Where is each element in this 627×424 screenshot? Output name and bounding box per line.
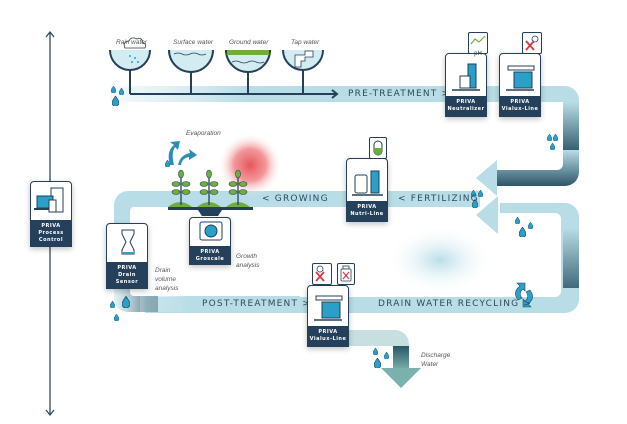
drain-volume-note: Drain volume analysis xyxy=(155,267,179,292)
rain-water-label: Rain water xyxy=(116,39,148,46)
uv-machine-icon xyxy=(506,65,535,91)
surface-water-basin xyxy=(168,49,214,94)
process-control-card[interactable]: PRIVA Process Control xyxy=(30,181,72,247)
process-control-caption: PRIVA Process Control xyxy=(31,220,71,246)
cloud-icon xyxy=(123,37,147,49)
evaporation-note: Evaporation xyxy=(186,130,221,137)
ph-label: pH xyxy=(474,51,482,57)
chemical-bottle-bubble xyxy=(337,263,355,285)
vialux-line-bottom-caption: PRIVA Vialux-Line xyxy=(308,326,348,346)
plant-icon xyxy=(226,169,250,207)
fertilizing-label: < FERTILIZING xyxy=(398,194,479,204)
ph-bubble: pH xyxy=(468,32,488,57)
tap-icon xyxy=(294,50,314,68)
growth-analysis-note: Growth analysis xyxy=(236,253,260,269)
sun-icon xyxy=(218,133,282,197)
capsule-bubble xyxy=(369,137,387,159)
nutrient-tank-icon xyxy=(352,170,383,196)
drain-sensor-card[interactable]: PRIVA Drain Sensor xyxy=(106,223,148,289)
ground-water-label: Ground water xyxy=(229,39,269,46)
pathogen-cross-icon xyxy=(525,35,539,51)
discharge-pipe xyxy=(340,330,421,388)
return-pipe-upper xyxy=(476,150,579,196)
surface-water-label: Surface water xyxy=(173,39,214,46)
neutralizer-machine-icon xyxy=(452,63,480,91)
neutralizer-card[interactable]: PRIVA Neutralizer xyxy=(445,53,487,117)
rain-water-basin xyxy=(109,37,151,94)
uv-machine-icon xyxy=(314,295,343,321)
plant-icon xyxy=(168,169,192,207)
flow-arrow-icon xyxy=(331,89,339,99)
groscale-caption: PRIVA Groscale xyxy=(190,246,230,264)
pretreatment-label: PRE-TREATMENT > xyxy=(348,89,451,99)
drain-sensor-caption: PRIVA Drain Sensor xyxy=(107,262,147,288)
posttreatment-label: POST-TREATMENT > xyxy=(202,299,311,309)
vialux-line-top-card[interactable]: PRIVA Vialux-Line xyxy=(499,53,541,117)
neutralizer-caption: PRIVA Neutralizer xyxy=(446,96,486,116)
pathogen-bubble-bottom xyxy=(312,263,332,285)
ph-graph-icon xyxy=(470,35,486,45)
recycling-label: DRAIN WATER RECYCLING > xyxy=(378,299,533,309)
blurred-recycle-shape xyxy=(385,225,495,295)
tap-water-label: Tap water xyxy=(291,39,320,46)
nutri-line-card[interactable]: PRIVA Nutri-Line xyxy=(346,158,388,222)
water-sources xyxy=(109,37,339,99)
pathogen-cross-icon xyxy=(315,265,325,282)
evaporation-arrows-icon xyxy=(168,141,197,165)
vialux-line-bottom-card[interactable]: PRIVA Vialux-Line xyxy=(307,285,349,347)
ground-water-basin xyxy=(225,49,271,94)
nutri-line-caption: PRIVA Nutri-Line xyxy=(347,201,387,221)
capsule-icon xyxy=(373,140,383,156)
tap-water-basin xyxy=(282,49,324,94)
vialux-line-top-caption: PRIVA Vialux-Line xyxy=(500,96,540,116)
plant-icon xyxy=(197,169,221,207)
hourglass-icon xyxy=(121,229,135,255)
groscale-card[interactable]: PRIVA Groscale xyxy=(189,217,231,265)
discharge-water-note: Discharge Water xyxy=(421,352,451,368)
growing-label: < GROWING xyxy=(262,194,329,204)
scale-tray-icon xyxy=(198,210,222,216)
recycle-icon xyxy=(515,282,533,308)
scale-icon xyxy=(199,221,223,241)
pathogen-bubble xyxy=(522,32,542,54)
chemical-bottle-icon xyxy=(340,265,352,282)
computer-devices-icon xyxy=(34,187,64,213)
plants xyxy=(168,169,253,216)
